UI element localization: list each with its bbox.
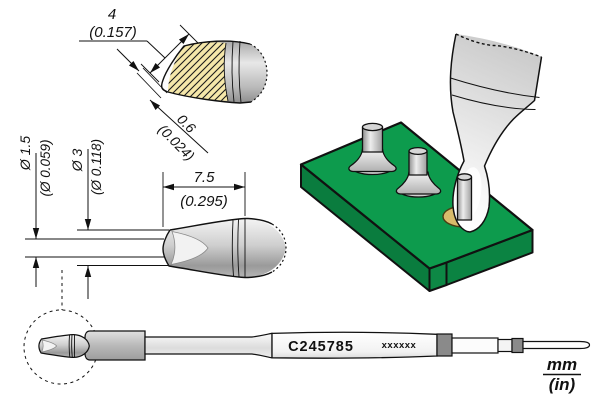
pcb-pin-1	[348, 122, 397, 176]
dim-edge-tick-2	[136, 72, 162, 99]
pcb-pin-2	[395, 146, 442, 198]
cartridge-tip-ring-1	[68, 334, 71, 358]
cartridge-tip-groove	[41, 339, 58, 353]
side-tip-dome-dotted-edge	[271, 223, 287, 273]
dim-length-inches: (0.295)	[180, 193, 228, 210]
detail-tip-edge-face	[162, 46, 184, 92]
dim-tip-dia-arrow-down	[32, 228, 40, 239]
detail-view: 4 (0.157) 0.6 (0.024)	[79, 6, 268, 164]
detail-collar-ring-1	[231, 41, 235, 102]
pin-2-top	[408, 146, 428, 156]
cartridge-tip	[38, 334, 90, 358]
side-tip-outline	[162, 217, 273, 279]
pcb-illustration	[299, 33, 543, 292]
marking-text: xxxxxx	[382, 340, 417, 351]
dim-face-width-inches: (0.157)	[89, 24, 137, 41]
side-view: Ø 1.5 (Ø 0.059) Ø 3 (Ø 0.118) 7.5 (0.295…	[17, 136, 287, 310]
dim-shaft-dia-arrow-up	[84, 266, 92, 277]
dim-length-value: 7.5	[194, 169, 216, 186]
detail-hatch-boundary	[223, 42, 229, 102]
tool-outline	[449, 33, 543, 233]
detail-tip-hatch-lines	[162, 42, 228, 101]
cartridge-contact-pin	[522, 340, 591, 350]
dim-shaft-dia-inches: (Ø 0.118)	[89, 139, 104, 195]
detail-collar-ring-2	[238, 40, 242, 103]
cartridge-drawing: C245785 xxxxxx	[23, 309, 591, 385]
dim-edge-leader	[149, 99, 209, 154]
units-label: mm (in)	[543, 355, 581, 394]
dim-tip-dia-inches: (Ø 0.059)	[38, 139, 53, 196]
tool-broken-end-dashed	[455, 33, 542, 58]
cartridge-band-1	[436, 333, 453, 357]
units-label-mm: mm	[547, 355, 577, 374]
dim-shaft-dia-value: Ø 3	[69, 149, 85, 173]
dim-face-width-leader	[146, 40, 166, 59]
pin-2-solder-fillet	[395, 171, 442, 195]
dim-face-width-value: 4	[108, 6, 116, 23]
side-tip-groove	[170, 230, 209, 266]
detail-tip-outline	[160, 40, 252, 104]
pin-1-solder-fillet	[348, 148, 397, 173]
tool-band-1	[450, 77, 540, 98]
dim-length-arrow-left	[163, 183, 174, 191]
dim-tip-dia-arrow-up	[32, 257, 40, 268]
side-tip-body	[163, 218, 286, 278]
side-tip-ring-2	[237, 219, 240, 278]
dim-edge-tick-1	[142, 67, 168, 94]
cartridge-tip-ring-2	[71, 334, 73, 358]
dim-length-arrow-right	[234, 183, 245, 191]
soldering-tool	[449, 33, 543, 233]
cartridge-heater-barrel	[84, 330, 146, 361]
cartridge-band-2	[511, 337, 524, 354]
side-tip-ring-1	[231, 220, 234, 277]
pin-3-top	[456, 173, 473, 181]
pcb-pin-3	[456, 173, 473, 221]
detail-tip-dome-dotted-edge	[249, 43, 268, 103]
pin-1-top	[361, 122, 384, 132]
cartridge-shaft	[144, 332, 273, 359]
dim-tip-dia-value: Ø 1.5	[17, 136, 33, 171]
units-label-in: (in)	[549, 375, 576, 394]
cartridge-connector-step	[497, 338, 513, 353]
dim-shaft-dia-arrow-down	[84, 219, 92, 230]
part-number-text: C245785	[288, 339, 354, 355]
tool-band-2	[451, 94, 536, 110]
dim-edge-arrow-2	[147, 97, 161, 111]
pin-3-cylinder	[456, 176, 473, 221]
cartridge-connector-shaft	[451, 337, 499, 354]
